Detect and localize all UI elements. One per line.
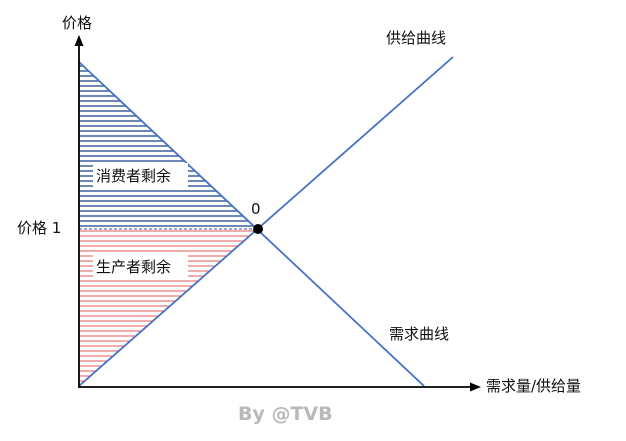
producer-surplus-label-box — [93, 254, 188, 278]
quantity-axis-label: 需求量/供给量 — [486, 377, 581, 395]
supply-curve-label: 供给曲线 — [386, 29, 446, 47]
consumer-surplus-label-box — [93, 163, 188, 187]
demand-curve — [78, 61, 425, 387]
price-level-label: 价格 1 — [17, 219, 61, 237]
price-axis-label: 价格 — [62, 14, 92, 32]
producer-surplus-label: 生产者剩余 — [96, 258, 171, 276]
equilibrium-label: 0 — [251, 200, 261, 218]
price-axis-arrow-icon — [74, 35, 84, 46]
consumer-surplus-label: 消费者剩余 — [96, 167, 171, 185]
supply-curve — [78, 56, 454, 387]
demand-curve-label: 需求曲线 — [389, 325, 449, 343]
equilibrium-point — [253, 224, 263, 234]
quantity-axis-arrow-icon — [470, 382, 481, 392]
watermark: By @TVB — [238, 403, 333, 425]
